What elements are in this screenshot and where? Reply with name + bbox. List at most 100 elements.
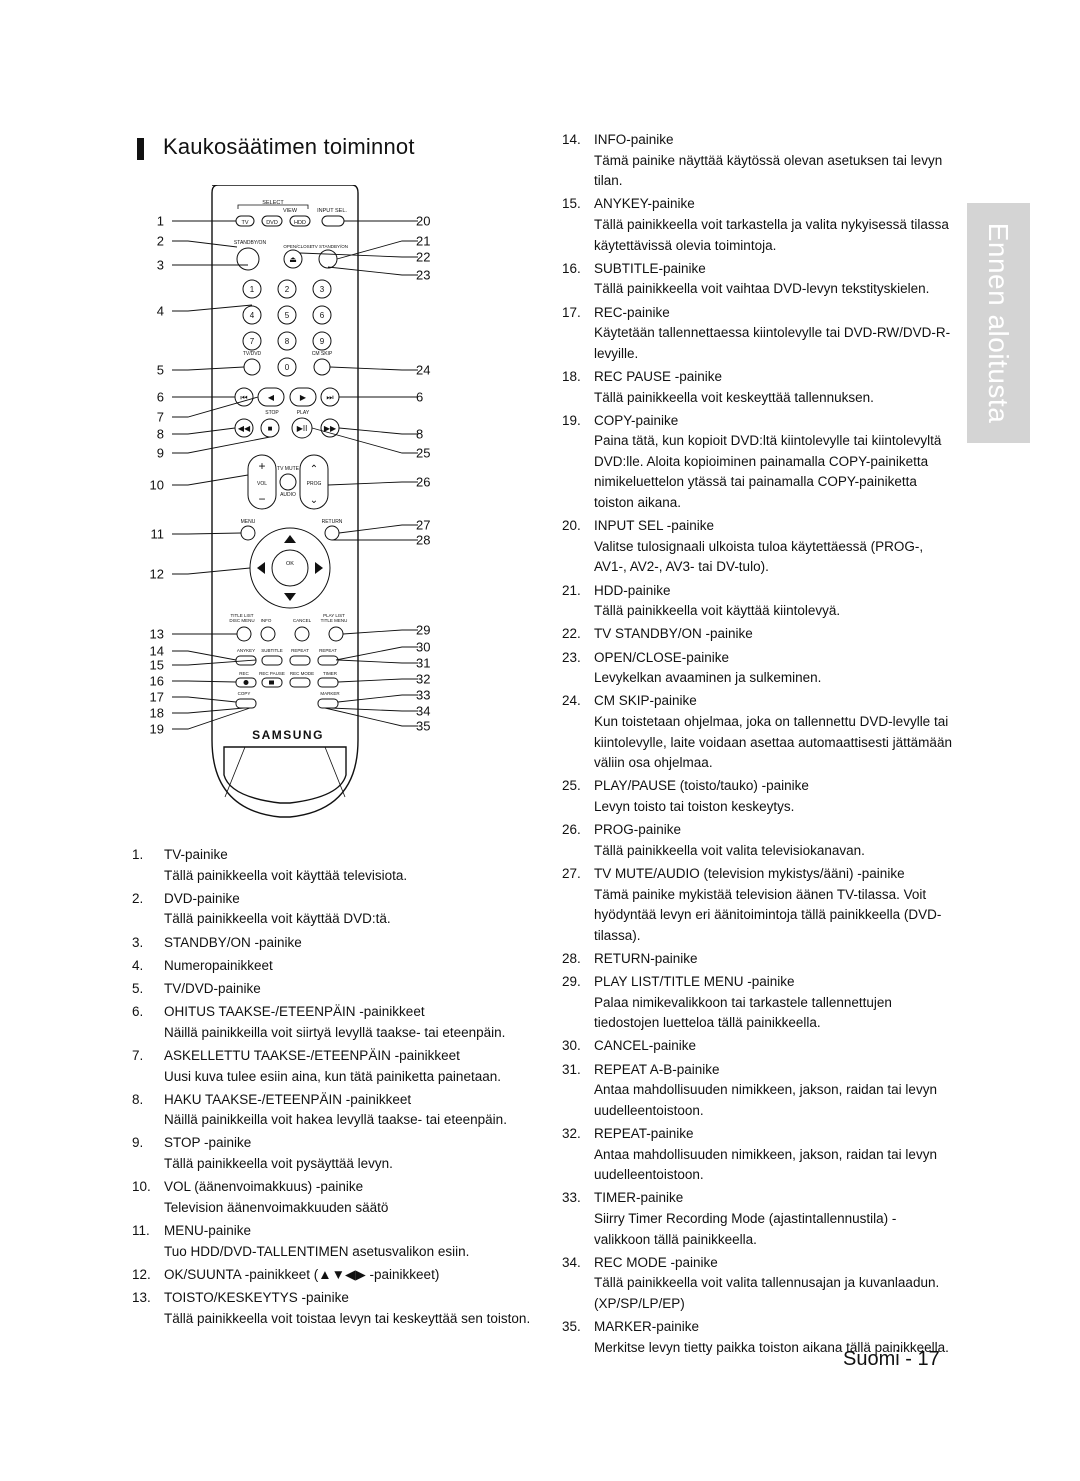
item-description: Tämä painike mykistää television äänen T…	[594, 886, 942, 943]
callout-line	[172, 427, 236, 435]
section-tab: Ennen aloitusta	[967, 203, 1030, 443]
callout-number: 19	[150, 722, 164, 737]
item-title: PROG-painike	[594, 822, 682, 838]
svg-text:⌃: ⌃	[310, 464, 318, 475]
item-title: INFO-painike	[594, 132, 674, 147]
svg-text:REC: REC	[239, 671, 249, 676]
item-title: MARKER-painike	[594, 1319, 700, 1335]
item-number: 19.	[562, 412, 581, 428]
callout-line	[335, 646, 418, 661]
item-description: Levyn toisto tai toiston keskeytys.	[594, 798, 795, 814]
callout-line	[172, 304, 253, 312]
item-description: Tuo HDD/DVD-TALLENTIMEN asetusvalikon es…	[164, 1243, 470, 1259]
view-label: VIEW	[283, 208, 298, 214]
item-description: Kun toistetaan ohjelmaa, joka on tallenn…	[594, 713, 952, 771]
brand-logo: SAMSUNG	[252, 728, 324, 742]
cm-skip-button	[313, 358, 331, 376]
item-number: 24.	[562, 693, 581, 709]
callout-line	[172, 650, 237, 661]
list-item: 5.TV/DVD-painike	[132, 979, 532, 1000]
svg-text:⏏: ⏏	[289, 255, 297, 264]
hdd-button	[289, 215, 311, 227]
callout-line	[172, 240, 238, 248]
callout-number: 11	[151, 527, 165, 542]
callout-number: 6	[416, 390, 423, 405]
callout-line	[338, 524, 418, 534]
callout-line	[324, 707, 418, 727]
svg-text:TITLE LIST: TITLE LIST	[230, 613, 253, 618]
item-number: 26.	[562, 822, 581, 838]
svg-text:■: ■	[268, 424, 273, 433]
callout-line	[329, 707, 418, 712]
item-description: Tällä painikkeella voit toistaa levyn ta…	[164, 1310, 531, 1326]
item-number: 8.	[132, 1091, 144, 1107]
number-button-0	[277, 357, 297, 377]
item-title: REC-painike	[594, 304, 670, 320]
item-number: 13.	[132, 1290, 151, 1305]
copy-button	[235, 698, 257, 709]
item-number: 32.	[562, 1126, 581, 1141]
number-button-4	[242, 305, 262, 325]
item-title: ANYKEY-painike	[594, 196, 695, 212]
callout-number: 20	[416, 214, 430, 229]
timer-button	[317, 677, 339, 688]
callout-line	[172, 707, 251, 730]
section-tab-label: Ennen aloitusta	[983, 222, 1014, 424]
callout-number: 22	[416, 250, 430, 265]
item-title: RETURN-painike	[594, 950, 698, 966]
number-button-label: 8	[285, 337, 290, 346]
svg-text:⏭: ⏭	[326, 393, 333, 402]
item-description: Levykelkan avaaminen ja sulkeminen.	[594, 670, 822, 686]
callout-number: 14	[150, 644, 164, 659]
svg-text:COPY: COPY	[238, 691, 251, 696]
item-description: Näillä painikkeilla voit hakea levyllä t…	[164, 1112, 507, 1128]
svg-text:▶▶: ▶▶	[324, 424, 337, 433]
subtitle-button	[261, 655, 283, 666]
select-label: SELECT	[262, 200, 284, 206]
svg-text:PROG: PROG	[307, 481, 322, 487]
item-description: Antaa mahdollisuuden nimikkeen, jakson, …	[594, 1146, 937, 1183]
item-title: TV STANDBY/ON -painike	[594, 626, 753, 642]
item-number: 12.	[132, 1266, 151, 1282]
svg-text:▶II: ▶II	[297, 424, 308, 433]
item-title: PLAY LIST/TITLE MENU -painike	[594, 974, 795, 990]
item-title: OHITUS TAAKSE-/ETEENPÄIN -painikkeet	[164, 1004, 425, 1020]
item-number: 31.	[562, 1061, 581, 1077]
page-number: Suomi - 17	[843, 1348, 940, 1370]
item-number: 11.	[132, 1223, 150, 1239]
callout-number: 27	[416, 518, 430, 533]
number-button-8	[277, 331, 297, 351]
item-title: STOP -painike	[164, 1135, 252, 1151]
item-title: CANCEL-painike	[594, 1038, 697, 1054]
item-number: 10.	[132, 1179, 151, 1195]
standby-button	[236, 247, 260, 271]
item-description: Tällä painikkeella voit käyttää kiintole…	[594, 603, 841, 619]
item-number: 29.	[562, 974, 581, 990]
svg-text:⌄: ⌄	[310, 495, 318, 506]
list-item: 28.RETURN-painike	[562, 949, 952, 970]
callout-line	[172, 532, 242, 535]
vol-rocker	[247, 454, 277, 510]
dvd-button	[261, 215, 283, 227]
step-forward-button	[289, 387, 317, 407]
item-title: OK/SUUNTA -painikkeet (▲▼◀▶ -painikkeet)	[164, 1266, 440, 1282]
item-title: REPEAT-painike	[594, 1126, 694, 1141]
item-number: 30.	[562, 1038, 581, 1054]
callout-line	[172, 436, 271, 454]
callout-number: 24	[416, 363, 430, 378]
item-title: REPEAT A-B-painike	[594, 1061, 720, 1077]
item-title: Numeropainikkeet	[164, 957, 273, 973]
item-number: 33.	[562, 1190, 581, 1206]
item-title: TV MUTE/AUDIO (television mykistys/ääni)…	[594, 865, 905, 881]
svg-text:REPEAT: REPEAT	[319, 648, 337, 653]
item-description: Siirry Timer Recording Mode (ajastintall…	[594, 1210, 897, 1247]
callout-number: 17	[150, 690, 164, 705]
callout-number: 30	[416, 640, 430, 655]
